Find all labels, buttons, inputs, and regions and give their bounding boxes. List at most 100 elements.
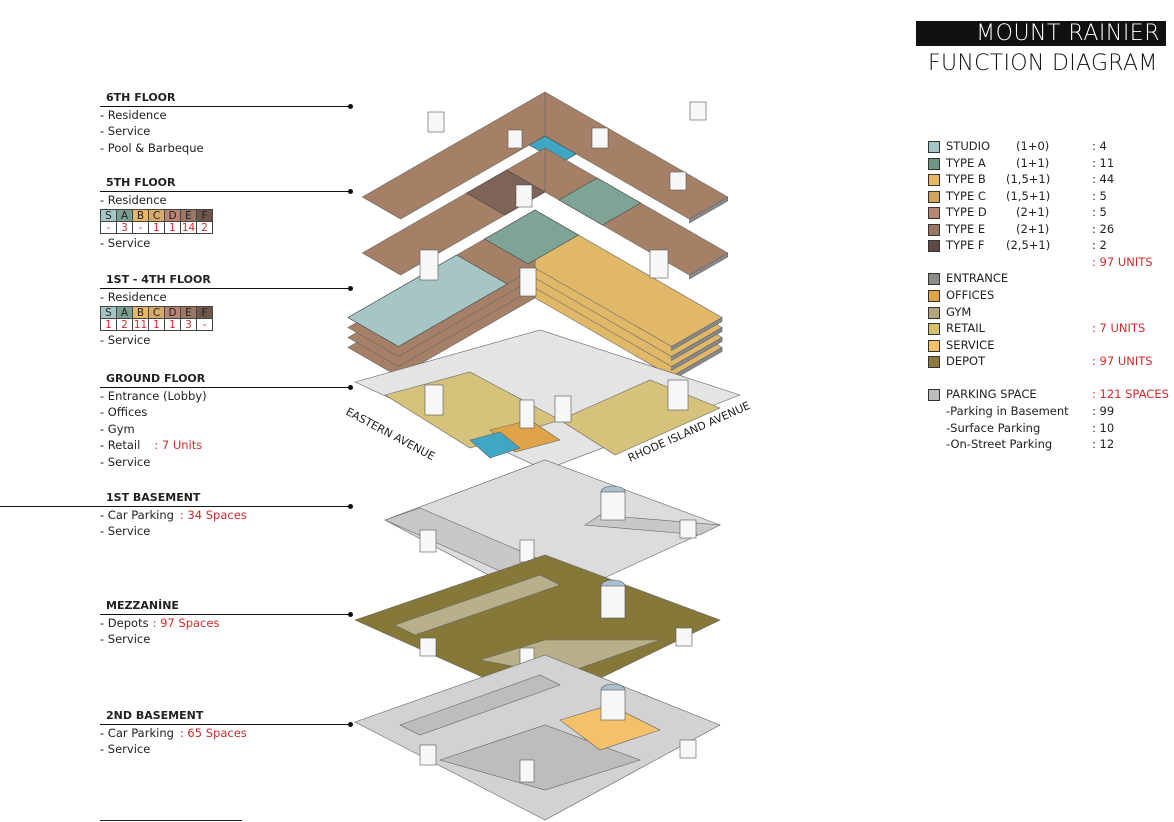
floor-item: - Service (100, 333, 151, 347)
unit-header: C (148, 306, 165, 319)
floor-label-mezzanine: MEZZANİNE - Depots: 97 Spaces - Service (100, 598, 353, 648)
legend-value: : 2 (1092, 238, 1107, 252)
core-box (649, 249, 669, 279)
legend-code: (2,5+1) (1006, 238, 1051, 252)
unit-value: 14 (180, 221, 197, 234)
leader-line (100, 286, 353, 291)
legend-name: RETAIL (946, 321, 986, 335)
mezzanine-slab (354, 554, 721, 706)
unit-value: 11 (132, 318, 149, 331)
legend-name: GYM (946, 304, 972, 319)
core-box (669, 171, 687, 191)
legend-value: : 4 (1092, 139, 1107, 153)
legend-swatch (928, 190, 940, 203)
leader-line (100, 612, 353, 617)
legend-value: : 10 (1092, 420, 1115, 435)
legend-name: TYPE E (946, 221, 986, 236)
floor-label-1st-basement: 1ST BASEMENT - Car Parking: 34 Spaces - … (0, 490, 353, 540)
floor-item: - Service (100, 454, 151, 469)
core-box (419, 529, 437, 553)
project-title: MOUNT RAINIER (976, 21, 1160, 46)
floor-item: - Service (100, 124, 151, 138)
legend-value: : 121 SPACES (1092, 387, 1169, 401)
unit-value: 1 (164, 221, 181, 234)
legend-code: (1,5+1) (1006, 172, 1051, 186)
unit-value: 1 (148, 221, 165, 234)
unit-value: 1 (100, 318, 117, 331)
legend-name: TYPE F (946, 238, 985, 252)
legend-value: : 5 (1092, 188, 1107, 203)
floor-label-ground: GROUND FLOOR - Entrance (Lobby) - Office… (100, 371, 353, 470)
legend-units-total: : 97 UNITS (1092, 254, 1153, 269)
legend-code: (1,5+1) (1006, 188, 1051, 203)
ramp-cylinder (600, 585, 626, 619)
floor-name: MEZZANİNE (106, 599, 179, 612)
leader-line (100, 189, 353, 194)
core-box (679, 519, 697, 539)
floor-label-2nd-basement: 2ND BASEMENT - Car Parking: 65 Spaces - … (100, 708, 353, 758)
floor-item: - Service (100, 632, 151, 646)
core-box (519, 267, 537, 297)
core-box (554, 395, 572, 423)
unit-header: D (164, 306, 181, 319)
floor-name: 2ND BASEMENT (106, 709, 204, 722)
leader-line (100, 385, 353, 390)
unit-header: B (132, 209, 149, 222)
floor-item: - Depots (100, 615, 149, 630)
unit-header: F (196, 306, 213, 319)
floor-item-parking: - Car Parking: 65 Spaces (100, 725, 247, 742)
legend-name: -Parking in Basement (946, 404, 1069, 418)
core-box (507, 129, 523, 149)
unit-header: A (116, 306, 133, 319)
floor-name: GROUND FLOOR (106, 372, 206, 385)
type-a-zone (558, 177, 642, 226)
floor-item: - Service (100, 742, 151, 756)
unit-header: A (116, 209, 133, 222)
leader-line (0, 504, 353, 509)
unit-value: 3 (116, 221, 133, 234)
floor-label-1st-4th: 1ST - 4TH FLOOR - Residence S A B C D E … (100, 272, 353, 349)
unit-header: S (100, 306, 117, 319)
floor-item: - Offices (100, 405, 148, 419)
service-zone (559, 704, 661, 751)
legend-swatch (928, 306, 940, 319)
legend-code: (1+1) (1016, 155, 1050, 170)
unit-value: 1 (148, 318, 165, 331)
core-box (419, 249, 439, 281)
legend-code: (1+0) (1016, 139, 1050, 153)
core-box (591, 127, 609, 149)
legend-swatch (928, 141, 940, 153)
core-box (515, 184, 533, 208)
floor-item: - Service (100, 236, 151, 250)
depot-count: : 97 Spaces (152, 615, 220, 630)
type-a-zone (483, 209, 580, 265)
legend-name: TYPE C (946, 188, 986, 203)
floor-typical-2-edge (671, 326, 723, 362)
legend-name: ENTRANCE (946, 271, 1009, 285)
legend-value: : 26 (1092, 221, 1115, 236)
floor-item-depots: - Depots: 97 Spaces (100, 615, 219, 632)
retail-count: : 7 Units (154, 438, 203, 452)
parking-count: : 65 Spaces (179, 725, 247, 740)
unit-count-table: S A B C D E F 1 2 11 1 1 3 - (100, 306, 213, 331)
floor-6th-edge (689, 196, 729, 224)
floor-item: - Retail (100, 438, 141, 452)
ramp-cylinder (600, 689, 626, 721)
core-box (679, 739, 697, 759)
unit-value: - (132, 221, 149, 234)
legend-name: PARKING SPACE (946, 387, 1037, 401)
floor-item: - Pool & Barbeque (100, 140, 204, 155)
legend-value: : 7 UNITS (1092, 321, 1146, 335)
type-e-zone (466, 169, 546, 216)
floor-item-parking: - Car Parking: 34 Spaces (100, 507, 247, 524)
legend-swatch (928, 356, 940, 368)
unit-header: C (148, 209, 165, 222)
legend-name: DEPOT (946, 354, 986, 368)
unit-header: B (132, 306, 149, 319)
unit-header: F (196, 209, 213, 222)
legend-swatch (928, 273, 940, 285)
floor-item: - Residence (100, 192, 167, 207)
parking-row (438, 724, 641, 791)
unit-header: E (180, 306, 197, 319)
